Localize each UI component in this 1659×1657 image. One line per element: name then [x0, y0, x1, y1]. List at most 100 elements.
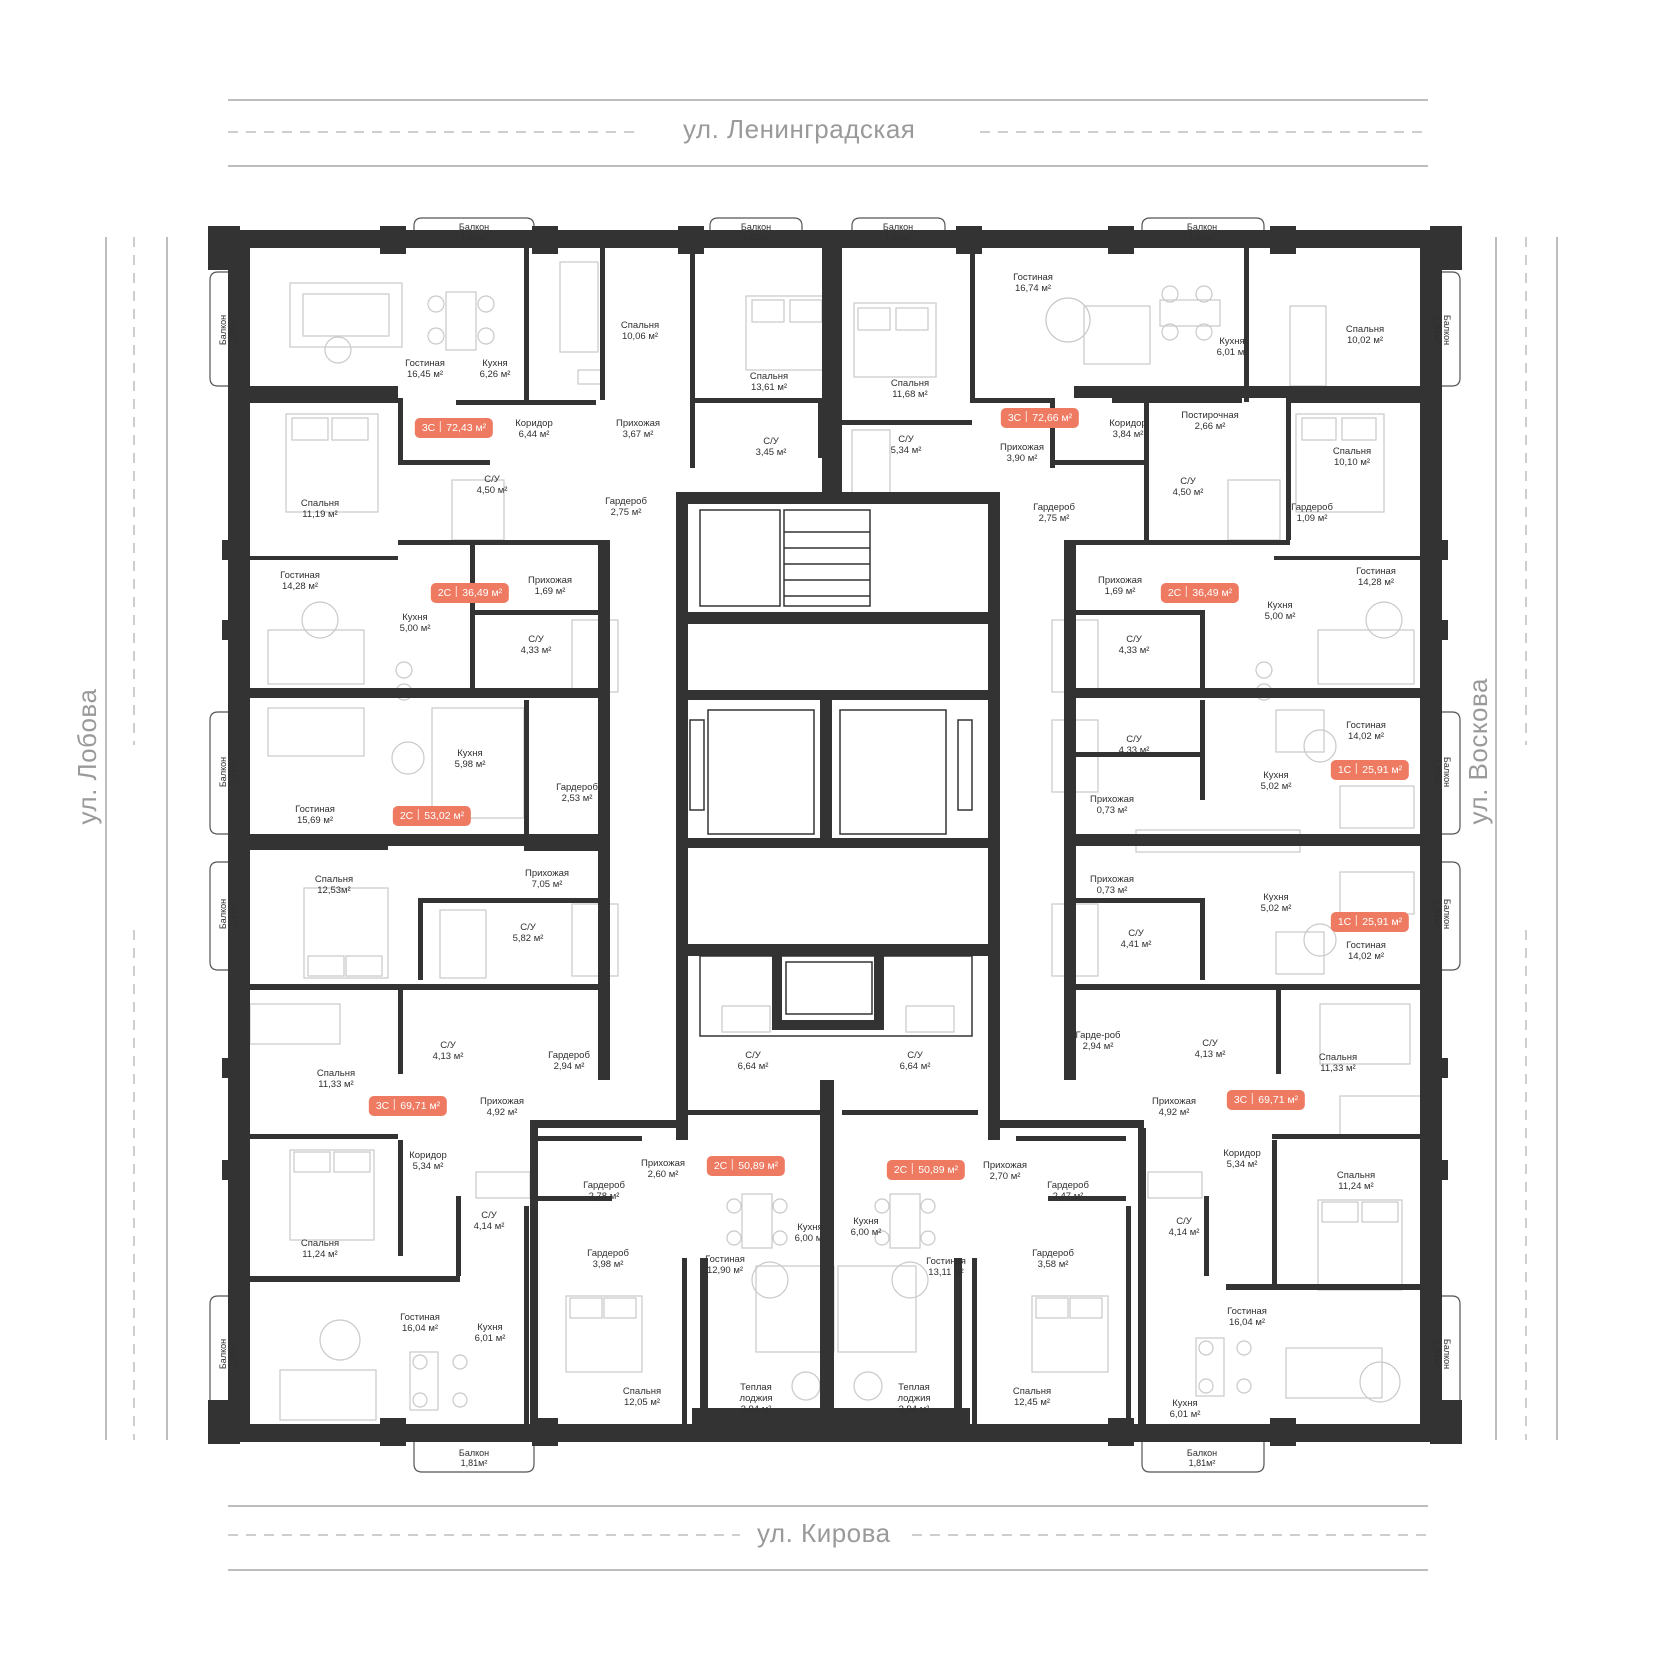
- core: [689, 509, 973, 1037]
- street-north: ул. Ленинградская: [683, 114, 916, 144]
- street-east: ул. Воскова: [1462, 678, 1493, 825]
- structural-walls: [208, 226, 1462, 1446]
- street-south: ул. Кирова: [757, 1518, 891, 1548]
- street-west: ул. Лобова: [72, 688, 103, 825]
